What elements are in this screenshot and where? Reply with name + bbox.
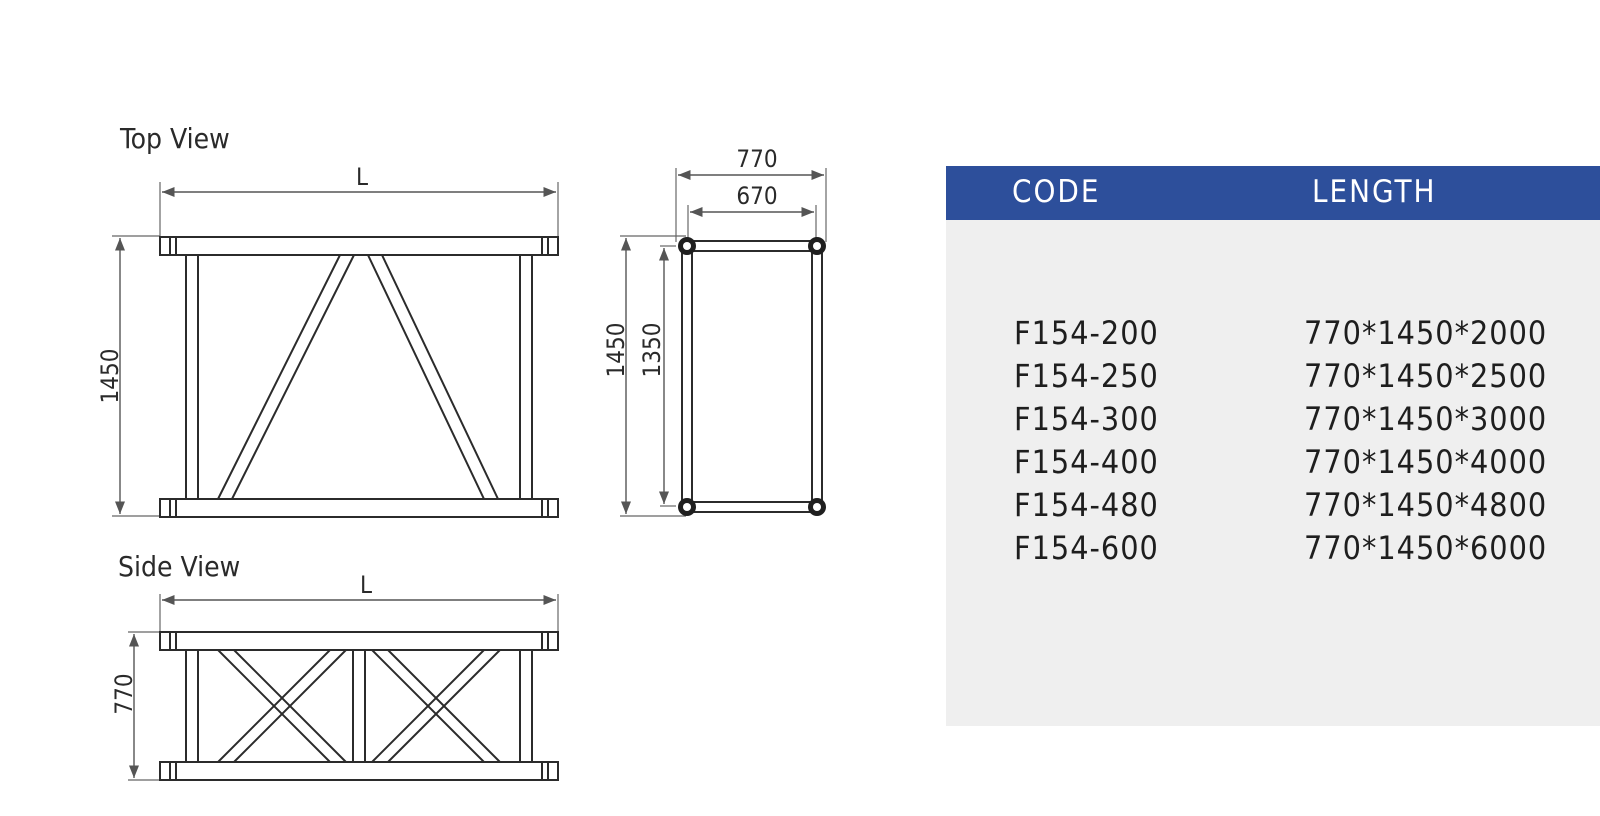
cell-length: 770*1450*3000 [1304, 400, 1548, 438]
table-row: F154-400 770*1450*4000 [946, 443, 1600, 485]
table-row: F154-300 770*1450*3000 [946, 400, 1600, 442]
end-view-inner-width-dimension: 670 [687, 182, 817, 242]
side-view-height-label: 770 [110, 673, 138, 714]
end-view-inner-height-dimension: 1350 [638, 245, 676, 507]
side-left-vertical [185, 649, 199, 763]
left-vertical [185, 254, 199, 500]
end-view-tube-bottom-right [808, 498, 826, 516]
table-row: F154-200 770*1450*2000 [946, 314, 1600, 356]
right-vertical [519, 254, 533, 500]
cell-length: 770*1450*2000 [1304, 314, 1548, 352]
table-row: F154-250 770*1450*2500 [946, 357, 1600, 399]
left-diagonal [216, 254, 356, 500]
top-view: Top View L 1450 [96, 122, 559, 518]
table-row: F154-600 770*1450*6000 [946, 529, 1600, 571]
side-right-vertical [519, 649, 533, 763]
end-view-tube-top-right [808, 237, 826, 255]
cell-code: F154-300 [1014, 400, 1159, 438]
cell-code: F154-200 [1014, 314, 1159, 352]
end-view-outer-height-label: 1450 [602, 323, 630, 378]
side-view-length-dimension: L [159, 571, 559, 632]
end-view-tube-bottom-left [678, 498, 696, 516]
side-middle-vertical [352, 649, 366, 763]
bottom-chord [159, 498, 559, 518]
top-view-height-dimension: 1450 [96, 235, 160, 517]
top-view-length-label: L [356, 163, 368, 191]
column-header-length: LENGTH [1312, 174, 1437, 210]
top-view-truss [159, 236, 559, 518]
cell-length: 770*1450*4800 [1304, 486, 1548, 524]
end-view-outer-width-dimension: 770 [675, 145, 827, 242]
cell-length: 770*1450*4000 [1304, 443, 1548, 481]
end-view-outer-width-label: 770 [736, 145, 777, 173]
end-bottom-bar [687, 501, 817, 513]
cell-code: F154-250 [1014, 357, 1159, 395]
cell-code: F154-600 [1014, 529, 1159, 567]
table-row: F154-480 770*1450*4800 [946, 486, 1600, 528]
end-right-bar [811, 246, 823, 508]
side-bottom-chord [159, 761, 559, 781]
side-left-brace-a [215, 649, 349, 763]
end-view: 770 670 1450 1350 [602, 145, 827, 517]
top-chord [159, 236, 559, 256]
side-view-truss [159, 631, 559, 781]
side-left-brace-b [215, 649, 349, 763]
side-view-height-dimension: 770 [110, 631, 160, 781]
end-left-bar [681, 246, 693, 508]
cell-length: 770*1450*2500 [1304, 357, 1548, 395]
end-view-frame [681, 240, 823, 513]
end-view-outer-height-dimension: 1450 [602, 235, 686, 517]
end-top-bar [687, 240, 817, 252]
side-view-length-label: L [360, 571, 372, 599]
top-view-title: Top View [119, 122, 230, 155]
end-view-inner-width-label: 670 [736, 182, 777, 210]
side-right-brace-a [369, 649, 503, 763]
cell-code: F154-480 [1014, 486, 1159, 524]
side-view: Side View L 770 [110, 550, 559, 781]
top-view-height-label: 1450 [96, 349, 124, 404]
side-top-chord [159, 631, 559, 651]
cell-code: F154-400 [1014, 443, 1159, 481]
side-view-title: Side View [118, 550, 240, 583]
top-view-length-dimension: L [159, 163, 559, 236]
spec-table-header: CODE LENGTH [946, 166, 1600, 220]
column-header-code: CODE [1012, 174, 1101, 210]
cell-length: 770*1450*6000 [1304, 529, 1548, 567]
right-diagonal [366, 254, 500, 500]
side-right-brace-b [369, 649, 503, 763]
end-view-inner-height-label: 1350 [638, 323, 666, 378]
end-view-tube-top-left [678, 237, 696, 255]
